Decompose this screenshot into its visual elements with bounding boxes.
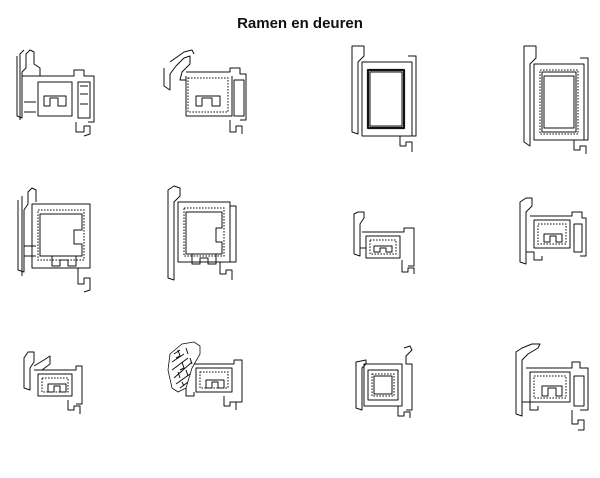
door-profile-5 [16, 186, 94, 294]
page-title: Ramen en deuren [237, 15, 363, 32]
window-profile-1 [14, 46, 98, 138]
window-profile-8 [516, 196, 590, 272]
window-profile-10 [164, 340, 246, 412]
window-profile-7 [350, 210, 420, 276]
door-profile-11 [354, 344, 420, 420]
window-profile-9 [20, 348, 86, 416]
door-profile-4 [520, 42, 592, 156]
door-profile-12 [512, 340, 592, 432]
door-profile-6 [164, 184, 240, 284]
door-profile-3 [348, 42, 420, 154]
window-profile-2 [160, 46, 250, 138]
